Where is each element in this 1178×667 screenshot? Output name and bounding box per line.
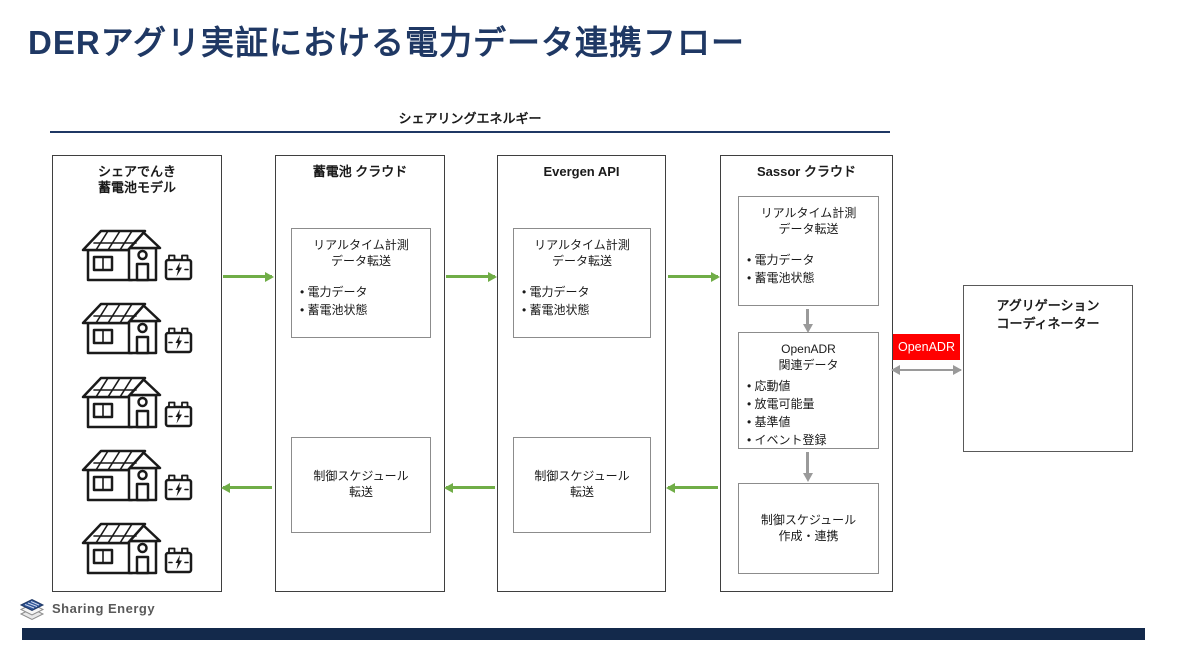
box-title: 制御スケジュール 転送 bbox=[313, 469, 409, 499]
column-header: 蓄電池 クラウド bbox=[312, 164, 408, 179]
box-title: OpenADR 関連データ bbox=[778, 342, 839, 372]
bullet-item: 蓄電池状態 bbox=[300, 301, 430, 319]
openadr-badge: OpenADR bbox=[893, 334, 960, 360]
column-header: シェアでんき 蓄電池モデル bbox=[97, 164, 176, 196]
bullet-item: 電力データ bbox=[522, 283, 650, 301]
bullet-list: 応動値 放電可能量 基準値 イベント登録 bbox=[739, 377, 878, 449]
openadr-data-box: OpenADR 関連データ 応動値 放電可能量 基準値 イベント登録 bbox=[738, 332, 879, 449]
arrow-left-icon bbox=[666, 482, 718, 493]
bullet-item: 電力データ bbox=[747, 251, 878, 269]
column-evergen-api: Evergen API リアルタイム計測 データ転送 電力データ 蓄電池状態 制… bbox=[497, 155, 666, 592]
house-with-battery-icon bbox=[81, 303, 193, 355]
bullet-list: 電力データ 蓄電池状態 bbox=[739, 251, 878, 287]
arrow-down-icon bbox=[802, 452, 813, 482]
column-share-denki: シェアでんき 蓄電池モデル bbox=[52, 155, 222, 592]
box-title: リアルタイム計測 データ転送 bbox=[760, 206, 857, 236]
box-title: リアルタイム計測 データ転送 bbox=[534, 238, 630, 268]
schedule-transfer-box: 制御スケジュール 転送 bbox=[513, 437, 651, 533]
box-title: リアルタイム計測 データ転送 bbox=[313, 238, 409, 268]
company-logo: Sharing Energy bbox=[18, 595, 155, 622]
arrow-left-icon bbox=[221, 482, 272, 493]
bullet-list: 電力データ 蓄電池状態 bbox=[292, 283, 430, 319]
box-title: アグリゲーション コーディネーター bbox=[996, 298, 1100, 331]
bullet-item: 蓄電池状態 bbox=[522, 301, 650, 319]
house-with-battery-icon bbox=[81, 229, 193, 282]
bottom-accent-bar bbox=[22, 628, 1145, 640]
page-title: DERアグリ実証における電力データ連携フロー bbox=[28, 24, 746, 61]
box-title: 制御スケジュール 転送 bbox=[534, 469, 630, 499]
house-with-battery-icon bbox=[81, 376, 193, 428]
bullet-item: イベント登録 bbox=[747, 431, 878, 449]
group-bracket-line bbox=[50, 131, 890, 133]
aggregation-coordinator-box: アグリゲーション コーディネーター bbox=[963, 285, 1133, 452]
arrow-left-icon bbox=[444, 482, 495, 493]
column-header: Sassor クラウド bbox=[757, 164, 856, 179]
realtime-data-box: リアルタイム計測 データ転送 電力データ 蓄電池状態 bbox=[291, 228, 431, 338]
arrow-right-icon bbox=[223, 271, 274, 282]
schedule-transfer-box: 制御スケジュール 転送 bbox=[291, 437, 431, 533]
realtime-data-box: リアルタイム計測 データ転送 電力データ 蓄電池状態 bbox=[738, 196, 879, 306]
bullet-item: 電力データ bbox=[300, 283, 430, 301]
arrow-right-icon bbox=[446, 271, 497, 282]
bullet-item: 基準値 bbox=[747, 413, 878, 431]
box-title: 制御スケジュール 作成・連携 bbox=[760, 512, 857, 543]
arrow-down-icon bbox=[802, 309, 813, 333]
realtime-data-box: リアルタイム計測 データ転送 電力データ 蓄電池状態 bbox=[513, 228, 651, 338]
bullet-item: 放電可能量 bbox=[747, 395, 878, 413]
schedule-create-box: 制御スケジュール 作成・連携 bbox=[738, 483, 879, 574]
column-battery-cloud: 蓄電池 クラウド リアルタイム計測 データ転送 電力データ 蓄電池状態 制御スケ… bbox=[275, 155, 445, 592]
logo-text: Sharing Energy bbox=[52, 601, 156, 616]
bullet-item: 応動値 bbox=[747, 377, 878, 395]
double-arrow-icon bbox=[891, 365, 962, 375]
bullet-list: 電力データ 蓄電池状態 bbox=[514, 283, 650, 319]
house-list bbox=[53, 218, 221, 585]
house-with-battery-icon bbox=[81, 522, 193, 575]
group-label: シェアリングエネルギー bbox=[398, 111, 542, 126]
stacked-layers-icon bbox=[19, 598, 45, 621]
arrow-right-icon bbox=[668, 271, 720, 282]
column-header: Evergen API bbox=[543, 164, 620, 179]
bullet-item: 蓄電池状態 bbox=[747, 269, 878, 287]
column-sassor-cloud: Sassor クラウド リアルタイム計測 データ転送 電力データ 蓄電池状態 O… bbox=[720, 155, 893, 592]
house-with-battery-icon bbox=[81, 449, 193, 501]
